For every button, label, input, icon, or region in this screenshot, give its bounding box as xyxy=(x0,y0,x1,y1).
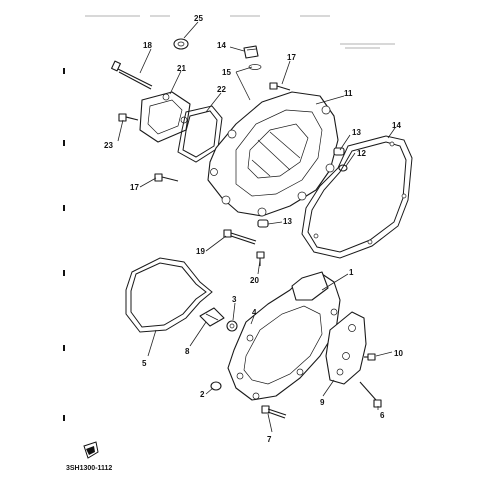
callout-3: 3 xyxy=(232,295,237,304)
callout-22: 21 xyxy=(177,64,186,73)
callout-11: 11 xyxy=(344,89,353,98)
bolt-21-part xyxy=(256,251,265,266)
callout-labels: 25 14 15 18 21 22 23 17 11 13 12 14 17 1… xyxy=(104,14,403,444)
plug-2-part xyxy=(210,381,222,391)
callout-13-lower: 13 xyxy=(283,217,292,226)
leader-lines xyxy=(117,21,396,433)
bolt-17-part xyxy=(154,173,179,182)
manufacturer-logo-icon xyxy=(83,441,99,459)
callout-17: 17 xyxy=(130,183,139,192)
callout-23: 22 xyxy=(217,85,226,94)
callout-10: 10 xyxy=(394,349,403,358)
callout-4: 4 xyxy=(252,308,257,317)
oil-level-window-8 xyxy=(199,307,225,327)
gasket-5-part xyxy=(125,257,213,333)
drain-plug-part xyxy=(243,45,262,70)
callout-16: 15 xyxy=(222,68,231,77)
gasket-14-part xyxy=(301,135,413,259)
bolt-18-part xyxy=(269,82,291,91)
callout-5: 5 xyxy=(142,359,147,368)
gasket-23-part xyxy=(177,105,223,163)
callout-19: 18 xyxy=(143,41,152,50)
crankcase-cover-1 xyxy=(227,271,341,401)
callout-12: 12 xyxy=(357,149,366,158)
bolt-6-part xyxy=(359,381,382,408)
callout-13-upper: 13 xyxy=(352,128,361,137)
callout-24: 23 xyxy=(104,141,113,150)
callout-8: 8 xyxy=(185,347,190,356)
bolt-7-part xyxy=(261,405,287,419)
callout-21: 20 xyxy=(250,276,259,285)
diagram-code: 3SH1300-1112 xyxy=(66,465,113,472)
callout-15: 14 xyxy=(217,41,226,50)
callout-1: 1 xyxy=(349,268,354,277)
callout-25: 25 xyxy=(194,14,203,23)
bolt-19-part xyxy=(111,60,153,90)
dowel-pin-13-upper xyxy=(333,147,345,156)
callout-14: 14 xyxy=(392,121,401,130)
bolt-20-part xyxy=(223,229,257,245)
plate-9-part xyxy=(325,311,367,385)
callout-6: 6 xyxy=(380,411,385,420)
callout-9: 9 xyxy=(320,398,325,407)
callout-7: 7 xyxy=(267,435,272,444)
oil-seal-part xyxy=(173,38,189,50)
callout-2: 2 xyxy=(200,390,205,399)
dowel-pin-13-lower xyxy=(257,219,269,228)
binding-marks xyxy=(63,68,65,421)
header-scan-marks xyxy=(85,15,395,49)
cover-cap-22 xyxy=(139,91,191,143)
callout-18: 17 xyxy=(287,53,296,62)
crankcase-cover-11 xyxy=(207,91,339,217)
callout-20: 19 xyxy=(196,247,205,256)
bolt-24-part xyxy=(118,113,139,122)
plug-3-part xyxy=(226,320,238,332)
bolt-10-part xyxy=(364,353,376,361)
